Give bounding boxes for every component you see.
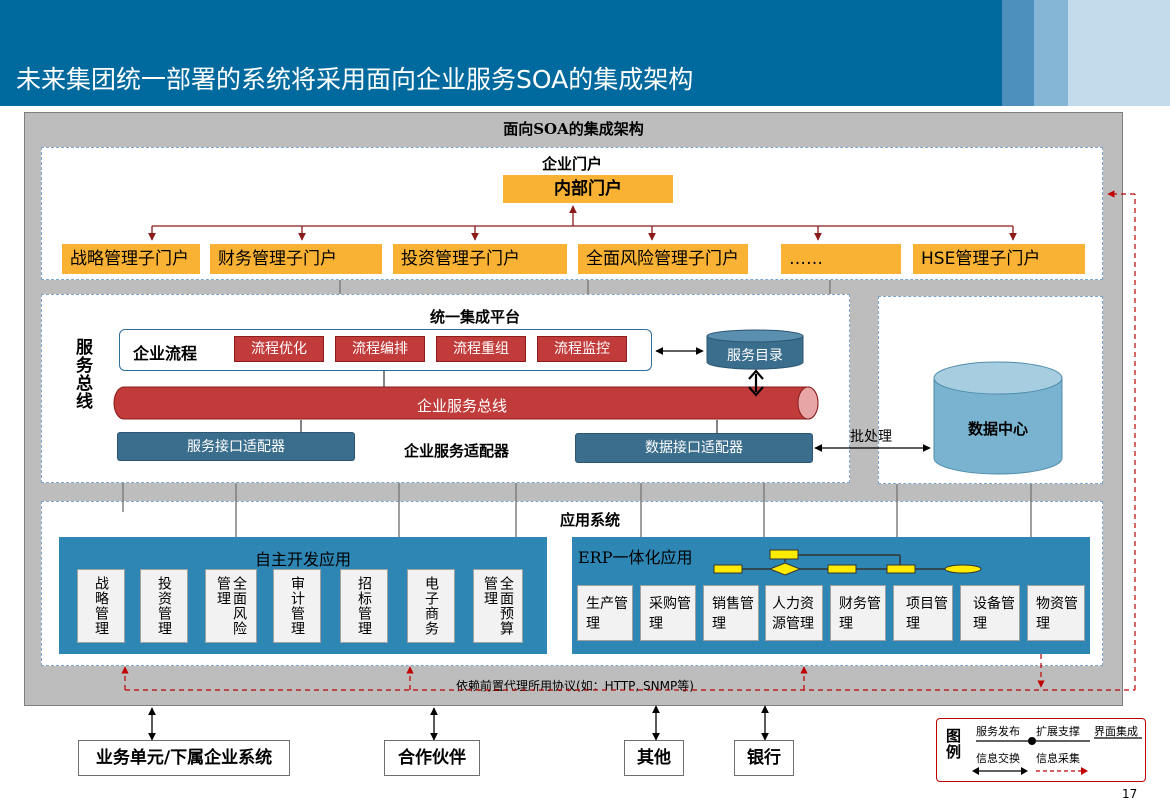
service-bus-label-text: 企业服务总线 (416, 397, 507, 415)
legend-symbols (972, 737, 1142, 775)
module-label: 战略管理 (93, 576, 109, 636)
selfdev-module: 战略管理 (77, 569, 125, 643)
architecture-title: 面向SOA的集成架构 (503, 120, 644, 138)
process-step: 流程优化 (234, 336, 324, 362)
selfdev-module: 全面预算管理 (473, 569, 523, 643)
erp-module: 人力资源管理 (765, 585, 823, 641)
legend-ui-integration: 界面集成 (1094, 725, 1138, 738)
erp-module: 生产管理 (577, 585, 633, 641)
erp-module: 物资管理 (1027, 585, 1085, 641)
legend-extend: 扩展支撑 (1036, 725, 1080, 738)
service-adapter: 服务接口适配器 (117, 432, 355, 461)
header-stripe (1002, 0, 1034, 106)
subportal-risk: 全面风险管理子门户 (578, 244, 748, 274)
process-step: 流程监控 (537, 336, 627, 362)
subportal-hse: HSE管理子门户 (913, 244, 1085, 274)
portal-title: 企业门户 (541, 155, 602, 173)
service-bus-tube (113, 386, 819, 420)
platform-title: 统一集成平台 (429, 308, 520, 326)
module-label: 全面风险管理 (215, 576, 247, 636)
erp-title: ERP一体化应用 (578, 548, 693, 567)
module-label: 投资管理 (156, 576, 172, 636)
erp-module: 销售管理 (703, 585, 759, 641)
selfdev-title: 自主开发应用 (254, 550, 351, 569)
external-partners: 合作伙伴 (384, 740, 480, 776)
legend-title: 图例 (944, 728, 962, 760)
legend-collect: 信息采集 (1036, 752, 1080, 765)
external-others: 其他 (624, 740, 684, 776)
header-stripe (1068, 0, 1170, 106)
selfdev-module: 审计管理 (273, 569, 321, 643)
subportal-strategy: 战略管理子门户 (62, 244, 200, 274)
datacenter-cylinder (933, 361, 1063, 475)
module-label: 审计管理 (289, 576, 305, 636)
external-bank: 银行 (734, 740, 794, 776)
catalog-cylinder (706, 329, 804, 370)
page-number: 17 (1122, 787, 1138, 801)
subportal-investment: 投资管理子门户 (393, 244, 567, 274)
adapter-label: 企业服务适配器 (404, 442, 510, 460)
legend-box (936, 718, 1146, 782)
internal-portal: 内部门户 (503, 175, 673, 203)
batch-label: 批处理 (850, 429, 892, 445)
legend-exchange: 信息交换 (976, 752, 1020, 765)
header-band (0, 0, 1002, 106)
erp-module: 采购管理 (640, 585, 696, 641)
selfdev-module: 全面风险管理 (205, 569, 257, 643)
module-label: 招标管理 (356, 576, 372, 636)
process-step: 流程重组 (436, 336, 526, 362)
module-label: 全面预算管理 (482, 576, 514, 636)
erp-module: 项目管理 (893, 585, 953, 641)
header-stripe (1034, 0, 1068, 106)
data-adapter: 数据接口适配器 (575, 433, 813, 463)
legend-publish: 服务发布 (976, 725, 1020, 738)
apps-title: 应用系统 (559, 511, 620, 529)
selfdev-module: 投资管理 (140, 569, 188, 643)
catalog-label: 服务目录 (727, 348, 783, 364)
process-step: 流程编排 (335, 336, 425, 362)
service-bus-label: 服务总线 (72, 338, 92, 410)
datacenter-label: 数据中心 (967, 420, 1028, 438)
process-label: 企业流程 (133, 344, 198, 363)
erp-flow-icon (713, 549, 982, 576)
slide-title: 未来集团统一部署的系统将采用面向企业服务SOA的集成架构 (16, 65, 694, 94)
external-business-units: 业务单元/下属企业系统 (78, 740, 290, 776)
selfdev-module: 电子商务 (407, 569, 455, 643)
erp-module: 财务管理 (830, 585, 886, 641)
selfdev-module: 招标管理 (340, 569, 388, 643)
erp-module: 设备管理 (960, 585, 1020, 641)
module-label: 电子商务 (423, 576, 439, 636)
subportal-finance: 财务管理子门户 (210, 244, 382, 274)
subportal-more: …… (781, 244, 901, 274)
